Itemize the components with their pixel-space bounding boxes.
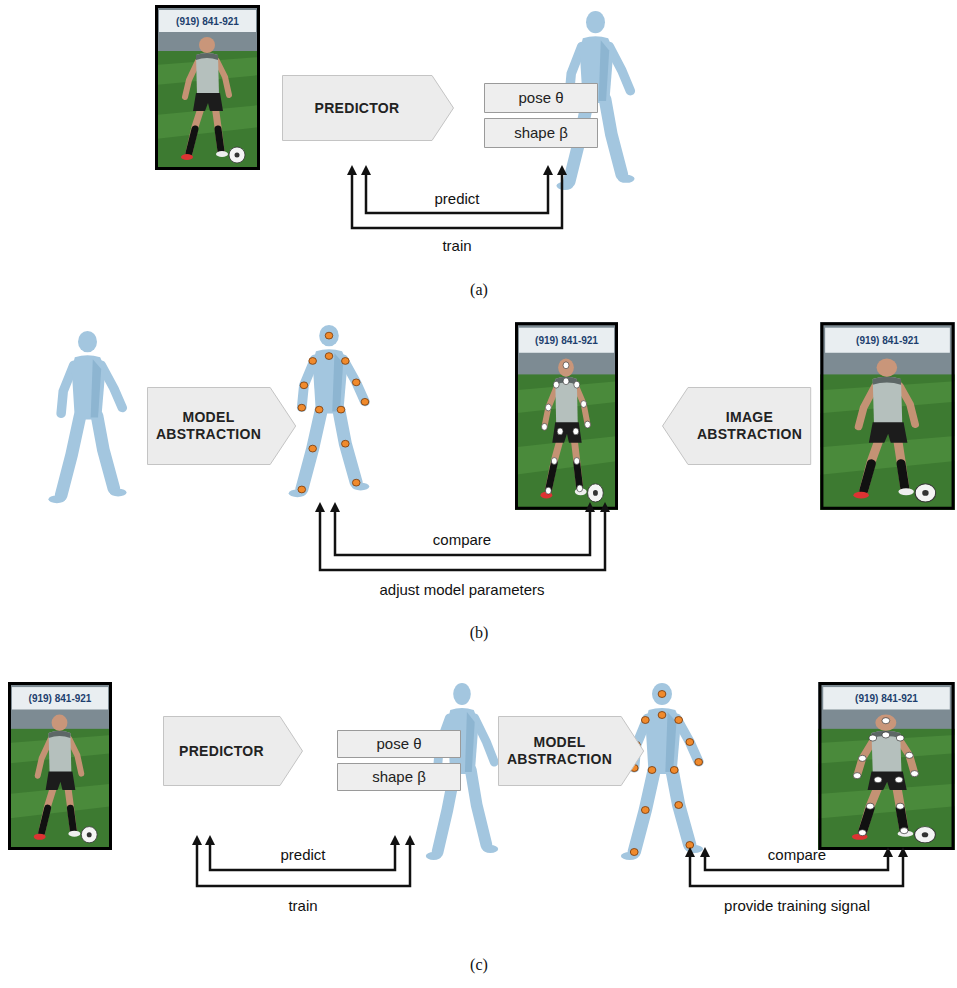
soccer-photo	[515, 322, 618, 510]
arrow-label: compare	[433, 531, 491, 548]
node-shape	[338, 731, 461, 758]
arrow-label: provide training signal	[724, 897, 870, 914]
shape-box: shape β	[484, 118, 598, 148]
panel-label: (a)	[470, 281, 488, 299]
node-text: IMAGE ABSTRACTION	[696, 409, 803, 443]
node-text: MODEL ABSTRACTION	[155, 409, 262, 443]
node-shape	[338, 764, 461, 791]
arrow-label: adjust model parameters	[379, 581, 544, 598]
node-text: shape β	[372, 768, 426, 786]
image-keypoints	[853, 718, 918, 836]
node-shape	[164, 717, 303, 786]
node-text: pose θ	[376, 735, 421, 753]
predictor-arrow: PREDICTOR	[282, 75, 454, 141]
arrow-label: train	[442, 237, 471, 254]
arrow-label: compare	[768, 846, 826, 863]
bracket-arrow	[352, 170, 562, 228]
bracket-arrow	[320, 507, 605, 570]
node-shape	[498, 717, 643, 786]
node-text: PREDICTOR	[315, 100, 400, 117]
body-model	[48, 331, 126, 503]
node-text-box: MODEL ABSTRACTION	[155, 387, 262, 465]
banner-text: (919) 841-921	[176, 16, 239, 27]
node-text: PREDICTOR	[179, 743, 264, 760]
arrow-label: predict	[280, 846, 325, 863]
arrow-label: train	[288, 897, 317, 914]
soccer-photo	[155, 5, 260, 170]
node-text: shape β	[514, 124, 568, 142]
node-text-box: IMAGE ABSTRACTION	[696, 387, 803, 465]
node-shape	[283, 76, 454, 141]
node-text-box: shape β	[490, 118, 592, 148]
image-abstraction-arrow: IMAGE ABSTRACTION	[662, 387, 811, 465]
banner-text: (919) 841-921	[855, 693, 918, 704]
node-text-box: shape β	[343, 763, 455, 791]
pose-box: pose θ	[337, 730, 461, 758]
model-abstraction-arrow: MODEL ABSTRACTION	[147, 387, 296, 465]
node-shape	[485, 84, 598, 113]
predictor-arrow: PREDICTOR	[163, 716, 303, 786]
node-text-box: MODEL ABSTRACTION	[506, 716, 613, 786]
bracket-arrow	[210, 840, 395, 870]
node-text-box: PREDICTOR	[171, 716, 272, 786]
node-text-box: pose θ	[490, 83, 592, 113]
banner-text: (919) 841-921	[856, 335, 919, 346]
bracket-arrow	[197, 840, 410, 886]
node-shape	[485, 119, 598, 148]
soccer-photo	[8, 682, 112, 850]
shape-box: shape β	[337, 763, 461, 791]
model-keypoints	[298, 332, 369, 493]
node-text-box: PREDICTOR	[290, 75, 424, 141]
soccer-photo	[818, 682, 955, 850]
soccer-photo	[820, 322, 955, 510]
body-model	[289, 325, 370, 497]
node-text: MODEL ABSTRACTION	[506, 734, 613, 768]
arrow-label: predict	[434, 190, 479, 207]
model-abstraction-arrow: MODEL ABSTRACTION	[498, 716, 644, 786]
banner-text: (919) 841-921	[29, 693, 92, 704]
model-keypoints	[630, 691, 702, 856]
panel-label: (b)	[470, 624, 489, 642]
panel-label: (c)	[470, 956, 488, 974]
node-text: pose θ	[518, 89, 563, 107]
pose-box: pose θ	[484, 83, 598, 113]
bracket-arrow	[366, 170, 548, 213]
image-keypoints	[541, 362, 590, 494]
node-text-box: pose θ	[343, 730, 455, 758]
node-shape	[147, 388, 295, 465]
banner-text: (919) 841-921	[535, 335, 598, 346]
body-model	[621, 683, 703, 860]
node-shape	[662, 388, 810, 465]
bracket-arrow	[335, 507, 590, 555]
